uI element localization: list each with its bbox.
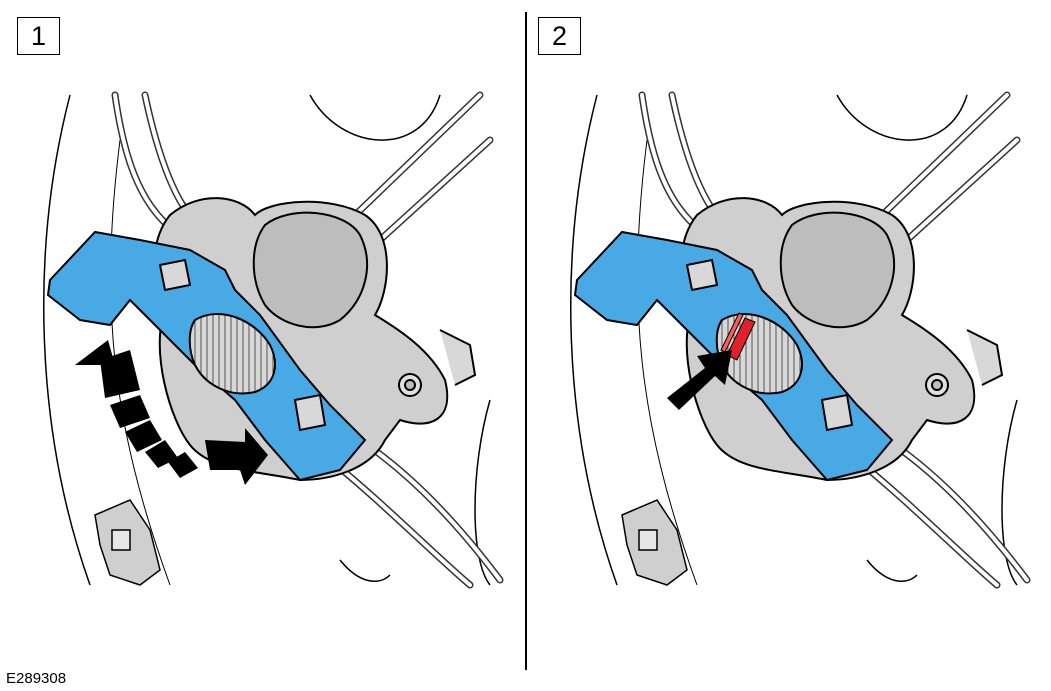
panel-divider bbox=[525, 12, 527, 670]
brake-caliper bbox=[680, 197, 1004, 482]
step-1-label: 1 bbox=[17, 17, 60, 55]
piston-highlight bbox=[720, 312, 756, 361]
panel-1-illustration bbox=[0, 0, 520, 670]
figure-id: E289308 bbox=[6, 670, 67, 687]
piston-clamp-tool bbox=[46, 230, 367, 482]
brake-disc bbox=[570, 94, 1018, 586]
step-2-label: 2 bbox=[538, 17, 581, 55]
brake-disc bbox=[43, 94, 491, 586]
push-arrow bbox=[667, 350, 732, 410]
rotation-arrow bbox=[75, 340, 268, 485]
brake-caliper bbox=[153, 197, 477, 482]
panel-2-illustration bbox=[527, 0, 1047, 670]
sensor-connector bbox=[621, 499, 688, 586]
sensor-connector bbox=[94, 499, 161, 586]
